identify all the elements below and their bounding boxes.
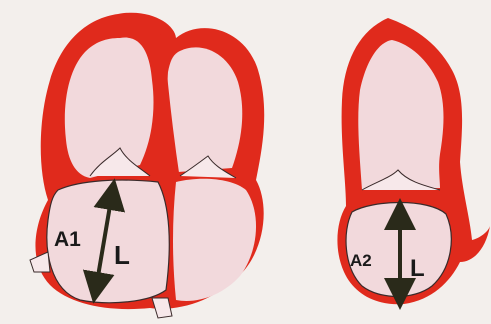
- pulmonary-vein-right: [152, 298, 172, 318]
- right-length-label: L: [410, 255, 425, 282]
- right-area-label: A2: [350, 251, 372, 270]
- right-heart-view: A2 L: [337, 18, 490, 304]
- left-area-label: A1: [54, 228, 81, 251]
- left-length-label: L: [114, 240, 130, 270]
- right-atrium: [173, 179, 256, 301]
- left-heart-view: A1 L: [30, 13, 264, 318]
